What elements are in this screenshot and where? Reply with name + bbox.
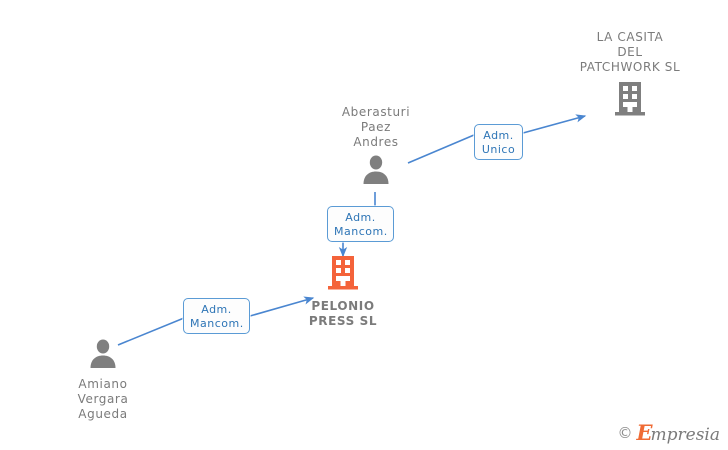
building-icon bbox=[283, 255, 403, 295]
node-person-aberasturi-paez-andres[interactable]: Aberasturi Paez Andres bbox=[318, 105, 434, 188]
empresia-logo-text: mpresia bbox=[650, 425, 721, 445]
empresia-watermark: © Empresia bbox=[617, 422, 720, 444]
node-label-amiano-vergara-agueda: Amiano Vergara Agueda bbox=[77, 377, 129, 421]
node-company-la-casita[interactable]: LA CASITA DEL PATCHWORK SL bbox=[560, 30, 700, 121]
node-label-la-casita: LA CASITA DEL PATCHWORK SL bbox=[579, 30, 681, 74]
relation-box-adm-mancom-center[interactable]: Adm. Mancom. bbox=[327, 206, 394, 242]
person-icon bbox=[62, 338, 144, 372]
copyright-icon: © bbox=[617, 423, 633, 442]
empresia-logo: Empresia bbox=[636, 422, 720, 444]
node-person-amiano-vergara-agueda[interactable]: Amiano Vergara Agueda bbox=[62, 338, 144, 422]
relation-box-adm-mancom-left[interactable]: Adm. Mancom. bbox=[183, 298, 250, 334]
node-label-aberasturi-paez-andres: Aberasturi Paez Andres bbox=[341, 105, 411, 149]
building-icon bbox=[560, 81, 700, 121]
node-company-pelonio-press[interactable]: PELONIO PRESS SL bbox=[283, 255, 403, 329]
node-label-pelonio-press: PELONIO PRESS SL bbox=[308, 299, 378, 328]
relation-box-adm-unico[interactable]: Adm. Unico bbox=[474, 124, 523, 160]
empresia-logo-initial: E bbox=[636, 420, 653, 445]
person-icon bbox=[318, 154, 434, 188]
